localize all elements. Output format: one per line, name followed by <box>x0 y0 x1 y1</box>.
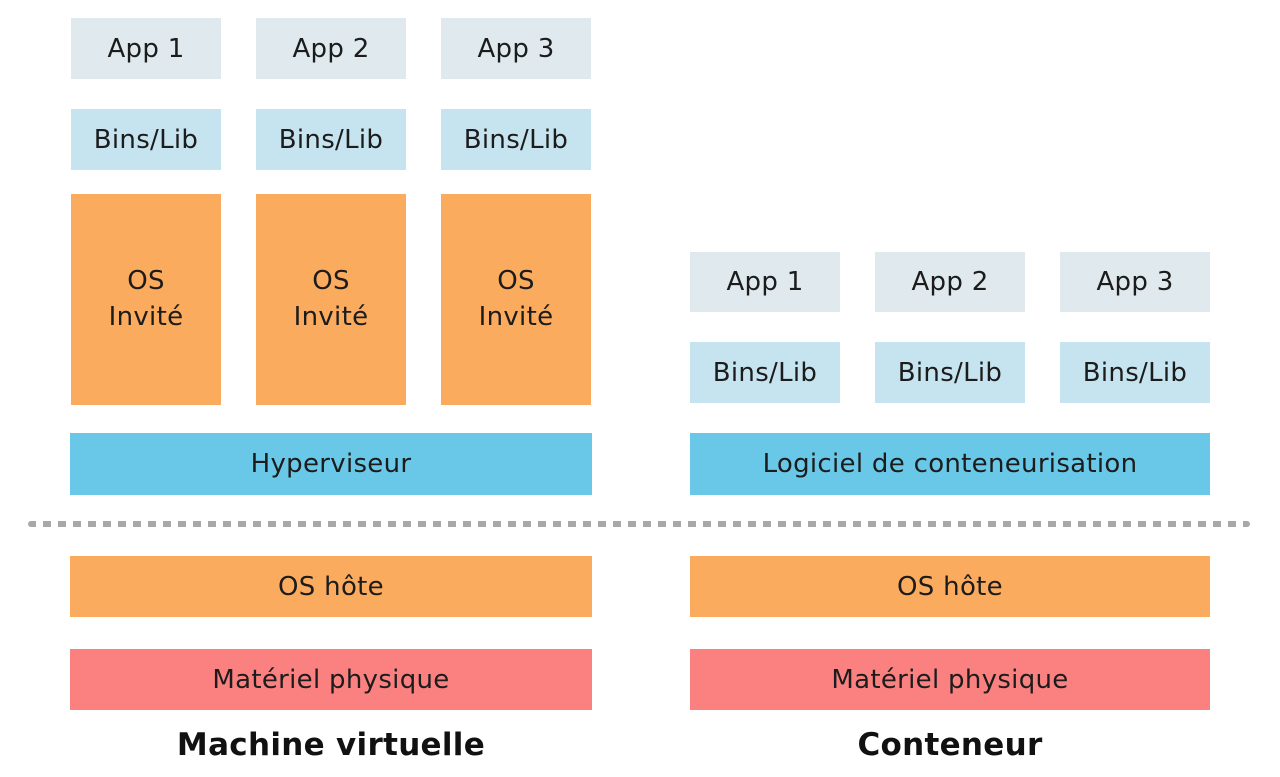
dashed-divider-line <box>28 521 1250 527</box>
container-bins-lib-box-3: Bins/Lib <box>1060 342 1210 403</box>
vm-guest-os-box-1: OS Invité <box>71 194 221 405</box>
vm-bins-lib-box-1: Bins/Lib <box>71 109 221 170</box>
vm-app-box-3: App 3 <box>441 18 591 79</box>
container-stack-title: Conteneur <box>857 726 1043 763</box>
container-hardware-bar: Matériel physique <box>690 649 1210 710</box>
vm-hypervisor-bar: Hyperviseur <box>70 433 592 495</box>
vm-hardware-bar: Matériel physique <box>70 649 592 710</box>
vm-app-box-2: App 2 <box>256 18 406 79</box>
container-app-box-1: App 1 <box>690 252 840 312</box>
vm-host-os-bar: OS hôte <box>70 556 592 617</box>
vm-bins-lib-box-2: Bins/Lib <box>256 109 406 170</box>
container-runtime-bar: Logiciel de conteneurisation <box>690 433 1210 495</box>
vm-guest-os-box-3: OS Invité <box>441 194 591 405</box>
container-app-box-2: App 2 <box>875 252 1025 312</box>
vm-stack-title: Machine virtuelle <box>176 726 486 763</box>
container-bins-lib-box-2: Bins/Lib <box>875 342 1025 403</box>
vm-bins-lib-box-3: Bins/Lib <box>441 109 591 170</box>
vm-guest-os-box-2: OS Invité <box>256 194 406 405</box>
container-bins-lib-box-1: Bins/Lib <box>690 342 840 403</box>
vm-app-box-1: App 1 <box>71 18 221 79</box>
container-app-box-3: App 3 <box>1060 252 1210 312</box>
container-host-os-bar: OS hôte <box>690 556 1210 617</box>
